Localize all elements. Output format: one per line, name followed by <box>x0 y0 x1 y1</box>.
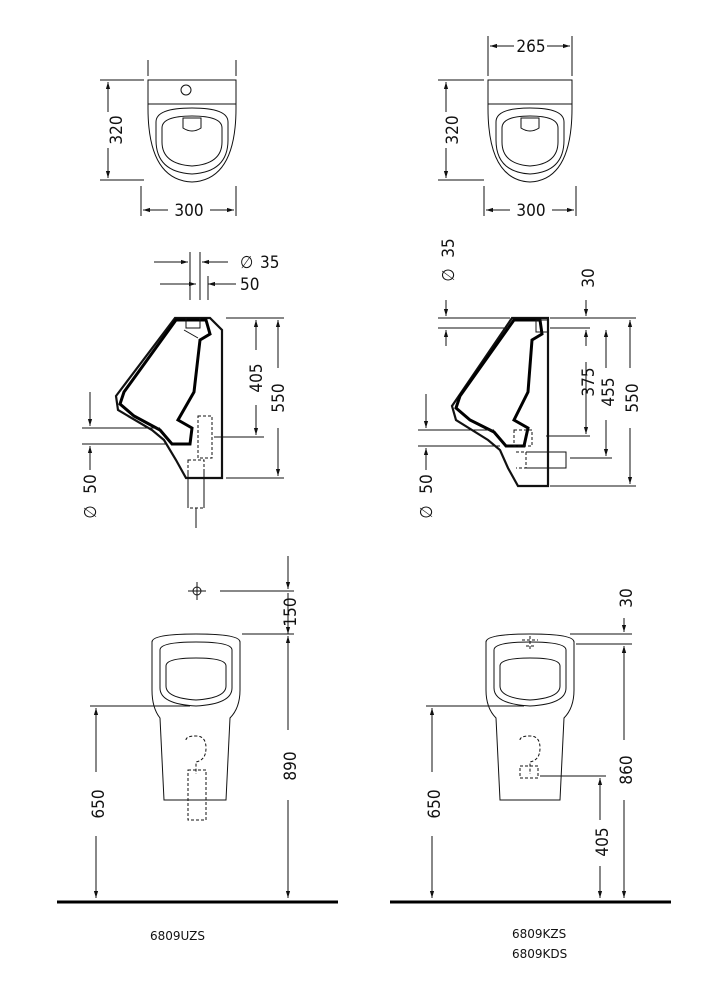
plan-view-left: 320 300 <box>100 60 237 221</box>
dim-side-right-outlet-50: 50 <box>417 474 437 493</box>
dim-front-left-150: 150 <box>281 597 301 626</box>
dim-front-right-30: 30 <box>617 588 637 607</box>
dim-top-left-320: 320 <box>107 115 127 144</box>
dim-front-right-650: 650 <box>425 789 445 818</box>
dim-side-left-405: 405 <box>247 363 267 392</box>
dim-side-left-550: 550 <box>269 383 289 412</box>
diameter-symbol-right: ∅ <box>439 268 459 281</box>
dim-side-left-35: 35 <box>260 253 279 273</box>
dim-top-right-265: 265 <box>516 37 545 57</box>
front-view-right: 30 860 405 650 6809KZS 6809KDS <box>390 588 671 961</box>
dim-side-right-550: 550 <box>623 383 643 412</box>
dim-front-right-860: 860 <box>617 755 637 784</box>
dim-front-left-650: 650 <box>89 789 109 818</box>
dim-side-right-30: 30 <box>579 268 599 287</box>
diameter-symbol-left: ∅ <box>240 253 253 273</box>
dim-side-right-35: 35 <box>439 238 459 257</box>
model-label-right-2: 6809KDS <box>512 947 567 961</box>
side-view-right: 30 375 455 550 35 ∅ 50 ∅ <box>417 238 643 518</box>
dim-front-left-890: 890 <box>281 751 301 780</box>
model-label-left: 6809UZS <box>150 929 205 943</box>
diameter-symbol-left-outlet: ∅ <box>81 505 101 518</box>
dim-side-right-455: 455 <box>599 377 619 406</box>
dim-side-left-50: 50 <box>240 275 259 295</box>
dim-top-right-300: 300 <box>516 201 545 221</box>
side-view-left: ∅ 35 50 405 550 50 ∅ <box>81 252 289 528</box>
dim-front-right-405: 405 <box>593 827 613 856</box>
dim-side-right-375: 375 <box>579 367 599 396</box>
dim-top-right-320: 320 <box>443 115 463 144</box>
front-view-left: 150 890 650 6809UZS <box>57 556 338 943</box>
dim-side-left-outlet-50: 50 <box>81 474 101 493</box>
dim-top-left-300: 300 <box>174 201 203 221</box>
diameter-symbol-right-outlet: ∅ <box>417 505 437 518</box>
plan-view-right: 265 320 300 <box>438 36 577 221</box>
model-label-right-1: 6809KZS <box>512 927 566 941</box>
